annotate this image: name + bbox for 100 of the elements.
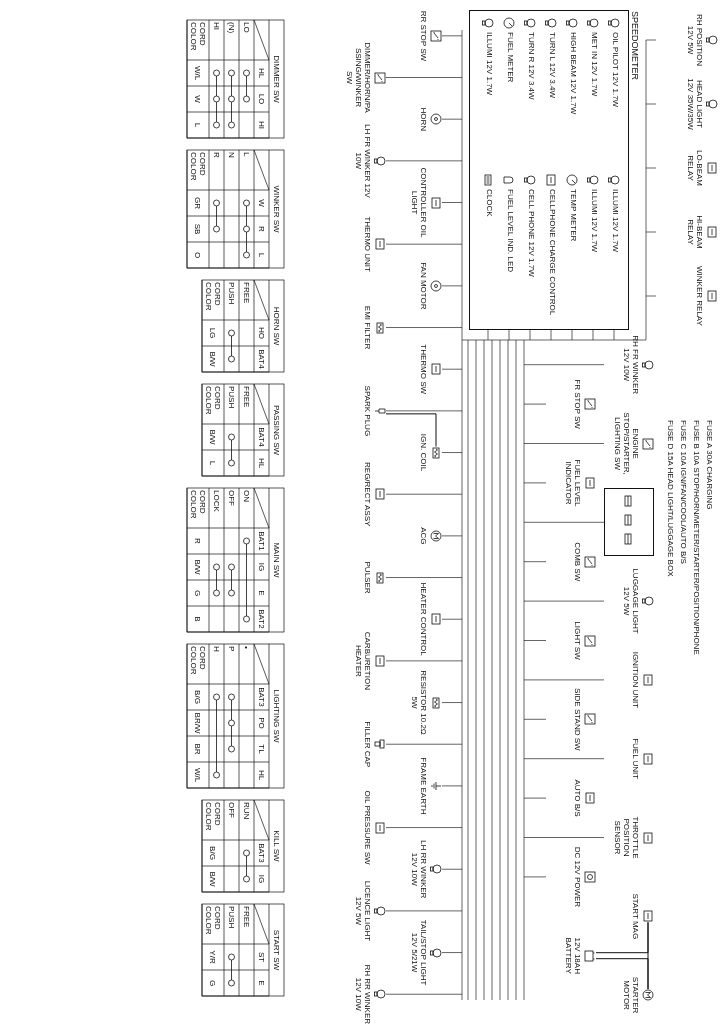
switch-position: L: [242, 152, 251, 159]
terminal-name: BAT4: [257, 426, 266, 449]
row-label: CORD COLOR: [204, 906, 222, 937]
component-label: SPARK PLUG: [363, 384, 372, 439]
terminal-name: HL: [257, 456, 266, 471]
terminal-name: ST: [257, 950, 266, 965]
cord-color-code: BR/W: [193, 711, 202, 736]
component-label: DC 12V POWER: [573, 845, 582, 910]
component-label: LIGHT SW: [573, 620, 582, 662]
terminal-name: HI: [257, 120, 266, 131]
switch-position: FREE: [242, 282, 251, 306]
cord-color-code: Y/R: [208, 949, 217, 966]
component-label: THERMO UNIT: [363, 215, 372, 274]
component-label: COMB SW: [573, 541, 582, 584]
terminal-name: L: [257, 251, 266, 260]
terminal-name: E: [257, 589, 266, 598]
component-label: HI-BEAM RELAY: [686, 214, 704, 251]
table-title: PASSING SW: [272, 403, 281, 458]
component-label: LH RR WINKER 12V 10W: [410, 839, 428, 901]
fuse-note: FUSE A 30A CHARGING: [705, 420, 714, 510]
switch-position: R: [212, 152, 221, 160]
cord-color-code: B/W: [193, 558, 202, 577]
cord-color-code: O: [193, 250, 202, 261]
component-label: TAIL/STOP LIGHT 12V 5/21W: [410, 918, 428, 988]
switch-position: N: [227, 152, 236, 160]
component-label: FUEL LEVEL IND. LED: [506, 189, 515, 274]
wire: [385, 413, 437, 448]
component-label: LH FR WINKER 12V 10W: [354, 123, 372, 198]
switch-position: FREE: [242, 386, 251, 410]
component-label: HIGH BEAM 12V 1.7W: [569, 32, 578, 117]
cord-color-code: B/G: [193, 689, 202, 706]
component-label: 12V 18AH BATTERY: [564, 936, 582, 976]
component-label: THERMO SW: [419, 343, 428, 397]
component-label: REG/RECT ASSY: [363, 461, 372, 529]
table-title: LIGHTING SW: [272, 688, 281, 745]
terminal-name: IG: [257, 561, 266, 574]
switch-position: PUSH: [227, 386, 236, 411]
cord-color-code: B/W: [208, 428, 217, 447]
component-label: PULSER: [363, 560, 372, 596]
component-label: LUGGAGE LIGHT 12V 5W: [622, 567, 640, 636]
row-label: CORD COLOR: [189, 490, 207, 521]
component-label: TURN R 12V 3.4W: [527, 32, 536, 102]
row-label: CORD COLOR: [189, 646, 207, 677]
component-label: SIDE STAND SW: [573, 687, 582, 753]
switch-position: ON: [242, 490, 251, 504]
switch-position: RUN: [242, 802, 251, 822]
component-label: AUTO B/S: [573, 778, 582, 819]
cord-color-code: B: [193, 615, 202, 624]
cord-color-code: GR: [193, 196, 202, 211]
component-label: HORN: [419, 106, 428, 133]
terminal-name: HL: [257, 66, 266, 81]
switch-position: FREE: [242, 906, 251, 930]
component-label: FUEL LEVEL INDICATOR: [564, 458, 582, 509]
component-label: START MAG: [631, 892, 640, 942]
fuse-note: FUSE B 10A STOP/HORN/METER/STARTER/POSITION/PHONE: [692, 420, 701, 655]
switch-position: PUSH: [227, 282, 236, 307]
terminal-name: R: [257, 225, 266, 234]
component-label: ILLUMI 12V 1.7W: [611, 189, 620, 255]
component-label: LO-BEAM RELAY: [686, 149, 704, 188]
component-label: RH FR WINKER 12V 10W: [622, 334, 640, 396]
wire: [647, 921, 649, 990]
terminal-name: BAT3: [257, 686, 266, 709]
row-label: CORD COLOR: [204, 802, 222, 833]
component-label: RESISTOR 10.2Ω 5W: [410, 669, 428, 737]
component-label: CARBURETION HEATER: [354, 630, 372, 692]
component-label: TURN L 12V 3.4W: [548, 32, 557, 100]
switch-position: (N): [227, 22, 236, 36]
component-label: RR STOP SW: [419, 9, 428, 64]
component-label: FILLER CAP: [363, 720, 372, 770]
cord-color-code: B/G: [208, 845, 217, 862]
switch-position: LOCK: [212, 490, 221, 514]
switch-position: OFF: [227, 490, 236, 508]
component-label: ENGINE STOP/STARTER, LIGHTING SW: [613, 411, 640, 477]
cord-color-code: L: [193, 121, 202, 130]
component-label: DIMMER/HORN/PASSING/WINKER SW: [345, 41, 372, 115]
component-label: FUEL UNIT: [631, 737, 640, 782]
terminal-name: E: [257, 979, 266, 988]
cord-color-code: B/W: [208, 870, 217, 889]
cord-color-code: LG: [208, 326, 217, 341]
component-label: FR STOP SW: [573, 378, 582, 431]
row-label: CORD COLOR: [189, 152, 207, 183]
component-label: IGN. COIL: [419, 432, 428, 474]
terminal-name: BAT4: [257, 348, 266, 371]
component-label: RH RR WINKER 12V 10W: [354, 963, 372, 1024]
terminal-name: W: [257, 198, 266, 209]
switch-position: LO: [242, 22, 251, 35]
row-label: CORD COLOR: [189, 22, 207, 53]
cord-color-code: W: [193, 94, 202, 105]
table-title: KILL SW: [272, 829, 281, 864]
terminal-name: TL: [257, 743, 266, 756]
switch-position: PUSH: [227, 906, 236, 931]
fuse-box: [604, 488, 654, 557]
component-label: MET IN 12V 1.7W: [590, 32, 599, 99]
component-label: WINKER RELAY: [695, 266, 704, 326]
component-label: FUEL METER: [506, 32, 515, 85]
row-label: CORD COLOR: [204, 386, 222, 417]
cord-color-code: R: [193, 537, 202, 546]
fuse-note: FUSE D 15A HEAD LIGHT/LUGGAGE BOX: [666, 420, 675, 577]
terminal-name: HO: [257, 326, 266, 341]
cord-color-code: BR: [193, 742, 202, 757]
